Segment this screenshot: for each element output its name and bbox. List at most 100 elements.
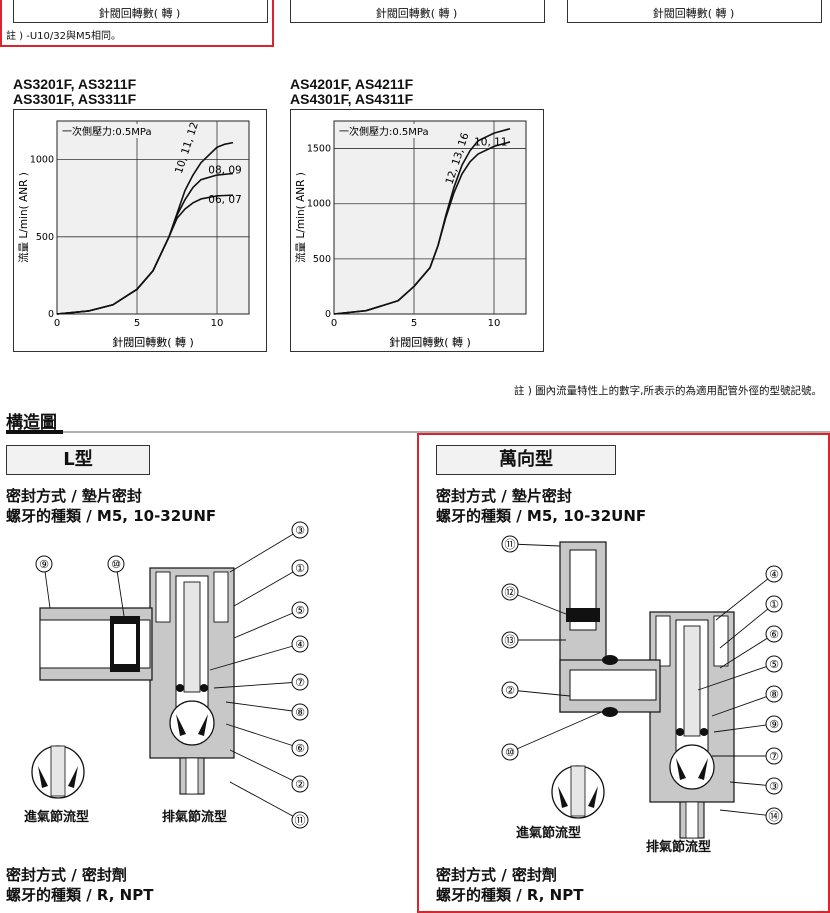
check-valve-circle [669,744,715,790]
series-label-1: 10, 11 [474,136,507,148]
chart-frame-top-3 [567,0,822,23]
check-valve-circle [169,700,215,746]
pressure-annotation: 一次側壓力:0.5MPa [339,125,429,138]
universal-swivel [559,541,661,717]
y-tick-label: 0 [48,309,54,320]
callout-circle [765,807,783,825]
callout-circle [501,681,519,699]
spec-seal-right-2: 密封方式 / 密封劑 [436,866,557,884]
callout-number: ⑤ [769,658,779,671]
callout-leader [225,701,301,713]
universal-type-body [649,611,735,839]
highlight-box-top-left [0,0,274,47]
spec-seal-right: 密封方式 / 墊片密封 [436,487,572,505]
callout-leader [509,689,571,697]
spec-thread-left-2: 螺牙的種類 / R, NPT [6,886,154,904]
callout-leader [719,809,775,817]
spec-thread-right-2: 螺牙的種類 / R, NPT [436,886,584,904]
type-label-l: L型 [6,445,150,475]
callout-circle [765,595,783,613]
o-ring [676,728,684,736]
annotation-bg [59,124,169,138]
callout-leader [509,591,567,615]
chart-footnote: 註 ) 圖內流量特性上的數字,所表示的為適用配管外徑的型號記號。 [513,385,822,397]
x-tick-label: 0 [54,318,60,329]
callout-number: ② [505,684,515,697]
swivel-o-ring [602,707,618,717]
callout-circle [291,521,309,539]
callout-leader [225,723,301,749]
callout-number: ⑪ [295,814,306,827]
callout-circle [765,715,783,733]
check-seal [676,758,686,780]
y-axis-label: 流量 L/min( ANR ) [294,172,307,263]
x-axis-label-top-1: 針閥回轉數( 轉 ) [98,7,181,20]
callout-leader [713,723,775,733]
callout-circle [291,703,309,721]
swivel-o-ring [602,655,618,665]
y-axis-label: 流量 L/min( ANR ) [17,172,30,263]
caption-meter-out-right: 排氣節流型 [646,840,712,855]
callout-circle [291,775,309,793]
lock-nut [155,571,171,623]
chart-1-title-line-2: AS3301F, AS3311F [13,91,137,107]
callout-circle [501,743,519,761]
callout-number: ⑬ [505,634,516,647]
x-axis-label-top-3: 針閥回轉數( 轉 ) [652,7,735,20]
chart-frame-top-2 [290,0,545,23]
callout-number: ⑧ [769,688,779,701]
swivel-seal [566,608,600,622]
callout-circle [291,811,309,829]
section-title-structure: 構造圖 [6,413,57,433]
callout-circle [765,747,783,765]
callout-leader [715,573,775,621]
lock-nut [655,615,671,667]
callout-leader [711,693,775,717]
chart-2-title-line-2: AS4301F, AS4311F [290,91,414,107]
caption-meter-in-right: 進氣節流型 [516,826,582,841]
l-type-body [149,567,235,795]
lock-nut-r [713,615,729,667]
callout-number: ⑪ [505,538,516,551]
plot-area [56,120,250,315]
check-seal [698,758,708,780]
thread-bore [685,801,699,839]
thread-bore [185,757,199,795]
detail-seal [588,786,598,808]
spec-thread-right: 螺牙的種類 / M5, 10-32UNF [436,507,647,525]
needle-stem [183,581,201,693]
chart-1-title-line-1: AS3201F, AS3211F [13,76,137,92]
callout-circle [765,777,783,795]
section-divider-bar [63,431,830,433]
spec-thread-left: 螺牙的種類 / M5, 10-32UNF [6,507,217,525]
callout-leader [229,781,301,821]
detail-seal [38,766,48,788]
o-ring [200,684,208,692]
callout-leader [233,609,301,639]
callout-number: ⑥ [769,628,779,641]
y-tick-label: 500 [313,254,331,265]
callout-number: ④ [769,568,779,581]
caption-meter-in-left: 進氣節流型 [24,810,90,825]
callout-number: ⑦ [769,750,779,763]
callout-circle [291,559,309,577]
callout-number: ① [295,562,305,575]
callout-number: ③ [295,524,305,537]
callout-number: ⑨ [769,718,779,731]
detail-stem [50,745,66,797]
note-top: 註 ) -U10/32與M5相同。 [6,31,121,42]
series-line-2 [56,194,234,315]
detail-stem [570,765,586,817]
swivel-arm-bore [569,669,657,701]
callout-leader [115,563,125,617]
callout-leader [719,603,775,649]
x-tick-label: 10 [488,318,501,329]
pressure-annotation: 一次側壓力:0.5MPa [62,125,152,138]
callout-circle [765,625,783,643]
callout-number: ⑥ [295,742,305,755]
x-axis-label-top-2: 針閥回轉數( 轉 ) [375,7,458,20]
callout-number: ⑦ [295,676,305,689]
